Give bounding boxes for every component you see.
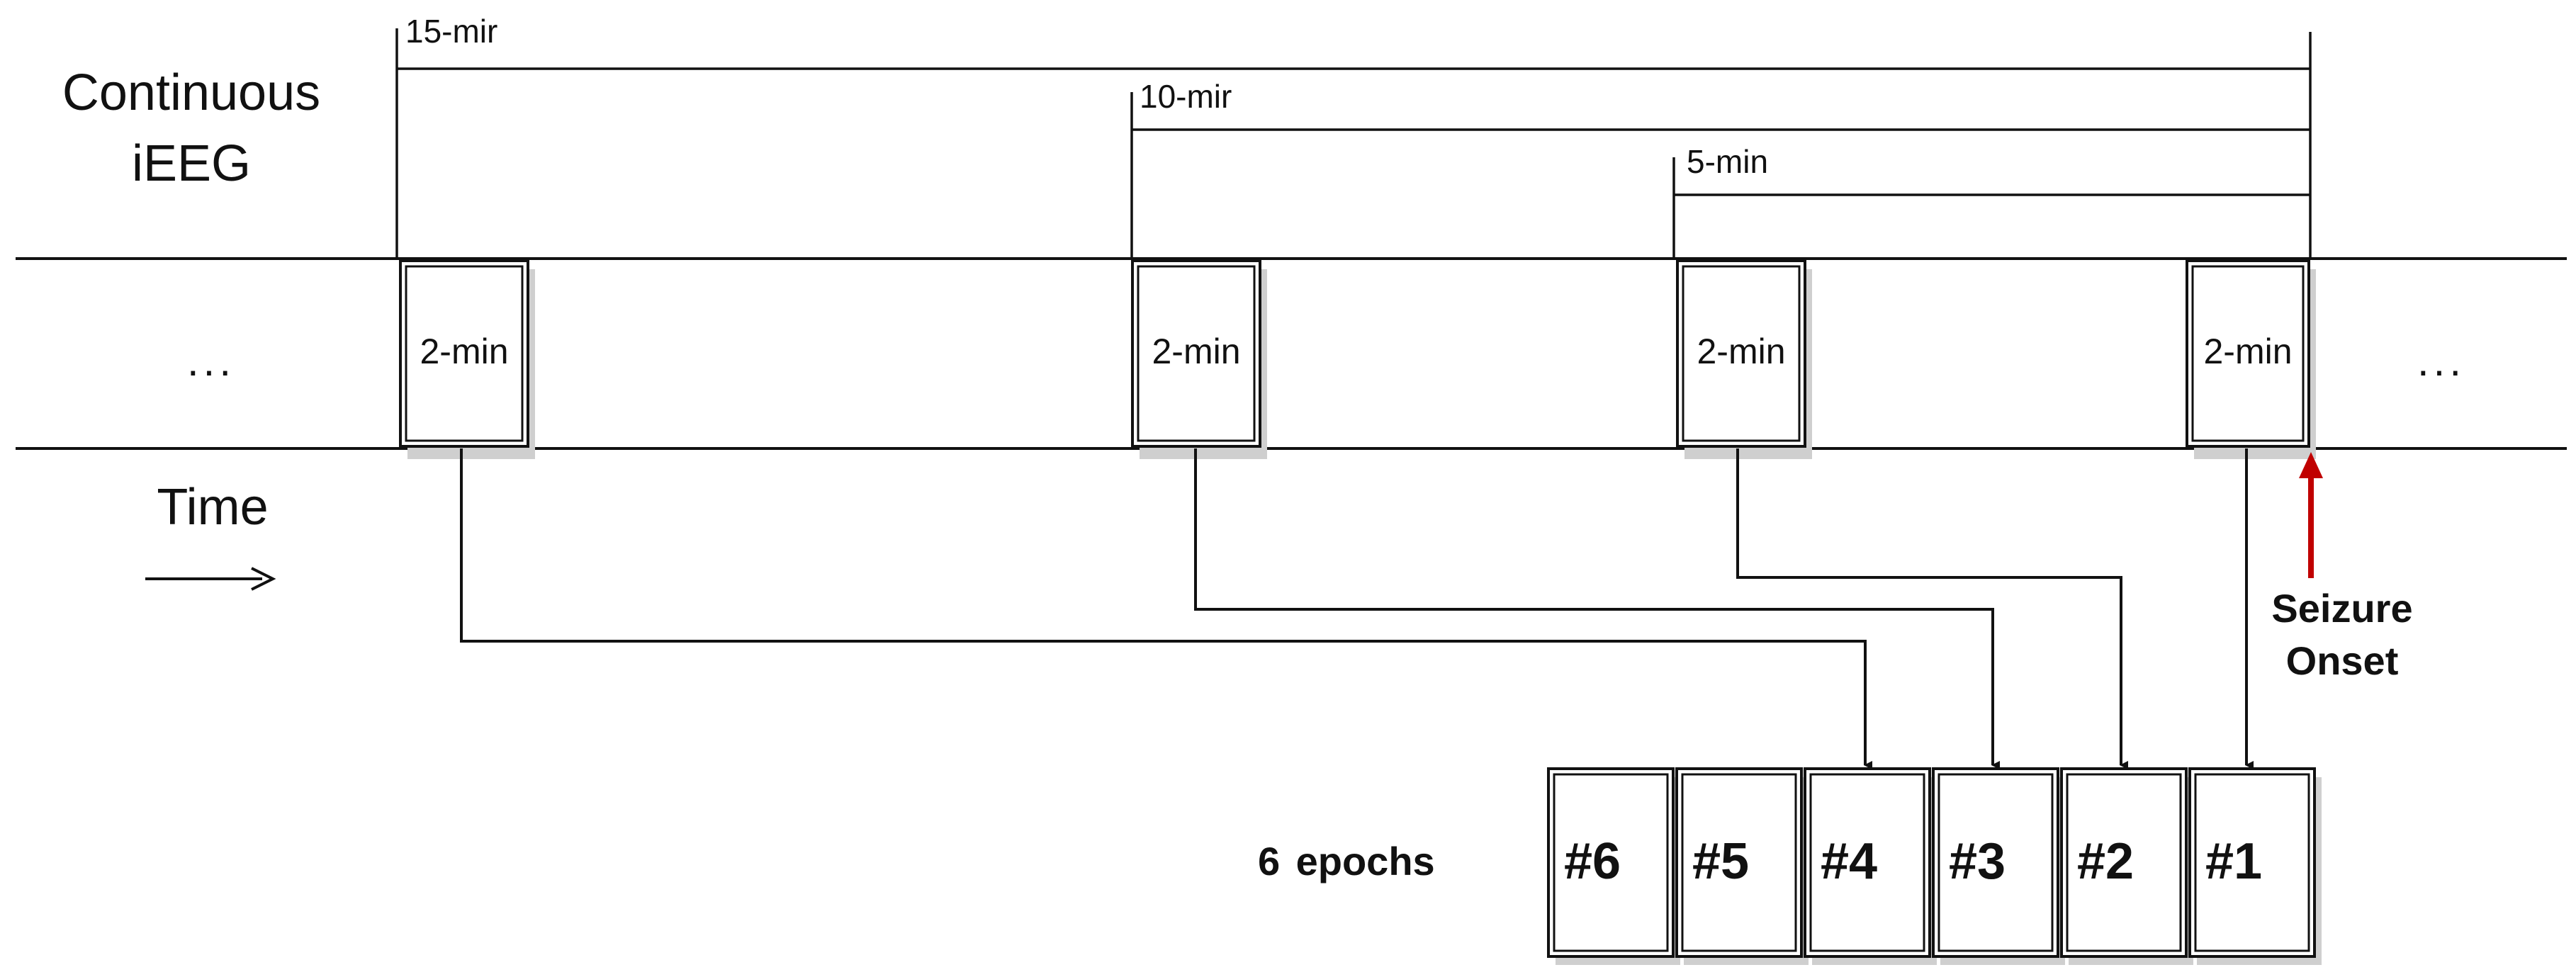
connector-5min-to-epoch2 [1736, 448, 2128, 769]
diagram-title-line1: Continuous [62, 64, 320, 121]
segment-5min: 2-min [1676, 259, 1812, 459]
ellipsis-right: ... [2417, 337, 2465, 385]
seizure-onset-arrow-icon [2299, 452, 2323, 578]
range-10min: 10-mir [1130, 78, 2310, 259]
range-5min-label: 5-min [1687, 143, 1768, 180]
segment-preictal-label: 2-min [2203, 332, 2292, 371]
range-10min-label: 10-mir [1140, 78, 1232, 115]
time-label: Time [157, 479, 268, 536]
range-5min: 5-min [1672, 143, 2310, 259]
epoch-box: #2 [2060, 767, 2193, 965]
epochs-count: 6 [1258, 839, 1280, 883]
range-15min-label: 15-mir [405, 13, 497, 50]
epoch-label: #4 [1821, 833, 1877, 890]
segment-15min-label: 2-min [420, 332, 508, 371]
epoch-label: #5 [1692, 833, 1749, 890]
segment-preictal: 2-min [2186, 259, 2316, 459]
segment-5min-label: 2-min [1697, 332, 1785, 371]
connector-10min-to-epoch3 [1194, 448, 2000, 769]
seizure-onset-label-line2: Onset [2286, 638, 2399, 683]
epoch-label: #6 [1564, 833, 1621, 890]
connector-15min-to-epoch4 [460, 448, 1872, 769]
time-arrow-icon [145, 567, 276, 591]
epoch-label: #2 [2077, 833, 2134, 890]
epoch-box: #3 [1932, 767, 2065, 965]
epoch-box: #6 [1547, 767, 1680, 965]
epoch-box: #5 [1675, 767, 1809, 965]
seizure-onset-label-line1: Seizure [2271, 586, 2412, 631]
epoch-row: #6 #5 #4 #3 #2 #1 [1547, 767, 2322, 965]
epochs-caption: 6 epochs [1258, 839, 1435, 883]
epoch-box: #4 [1804, 767, 1937, 965]
segment-10min-label: 2-min [1152, 332, 1240, 371]
epochs-word: epochs [1296, 839, 1435, 883]
range-15min: 15-mir [395, 13, 2310, 259]
segment-10min: 2-min [1131, 259, 1267, 459]
segment-15min: 2-min [399, 259, 535, 459]
epoch-label: #3 [1949, 833, 2006, 890]
epoch-label: #1 [2205, 833, 2262, 890]
diagram-title-line2: iEEG [132, 135, 251, 192]
ellipsis-left: ... [187, 337, 235, 385]
epoch-box: #1 [2188, 767, 2322, 965]
